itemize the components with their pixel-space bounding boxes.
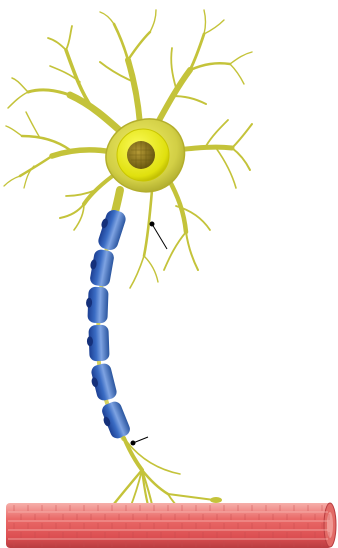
- leader-line-dendrite: [152, 224, 167, 249]
- myelin-sheath: [86, 325, 109, 362]
- leader-dot-dendrite: [150, 222, 155, 227]
- leader-lines: [131, 222, 168, 446]
- myelin-sheath: [94, 207, 127, 252]
- myelin-sheath: [98, 400, 132, 442]
- muscle-fiber: [6, 503, 336, 548]
- myelin-sheaths: [85, 207, 132, 441]
- myelin-sheath: [88, 362, 118, 402]
- myelin-sheath: [85, 287, 108, 324]
- leader-dot-axon: [131, 441, 136, 446]
- myelin-sheath: [87, 248, 115, 287]
